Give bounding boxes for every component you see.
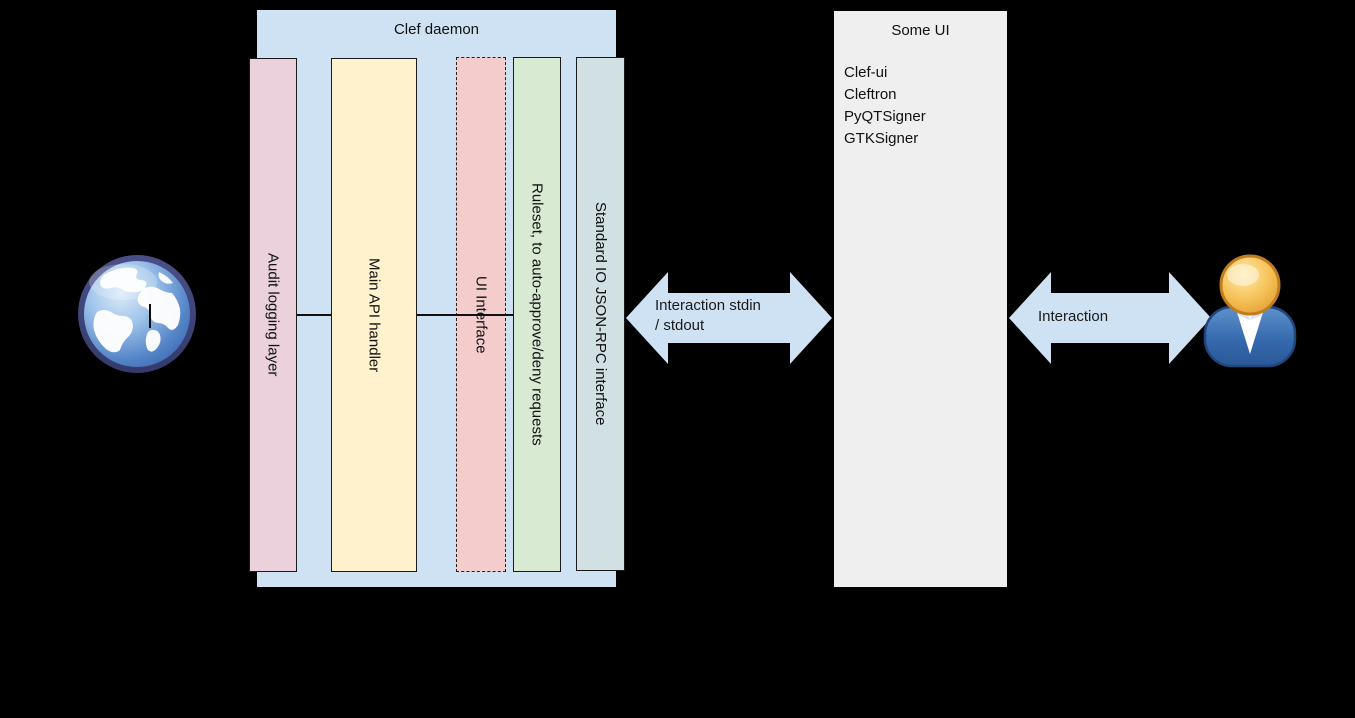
connector-line: [417, 314, 513, 316]
layer-audit-logging: Audit logging layer: [249, 58, 297, 572]
interaction-arrow-label: Interaction: [1038, 308, 1109, 325]
interaction-stdio-arrow: [626, 272, 832, 364]
some-ui-item: PyQTSigner: [844, 108, 926, 125]
clef-daemon-title: Clef daemon: [393, 21, 480, 38]
layer-stdio-jsonrpc: Standard IO JSON-RPC interface: [576, 57, 625, 571]
clef-daemon-box: Clef daemon: [256, 9, 617, 588]
some-ui-box: Some UI Clef-ui Cleftron PyQTSigner GTKS…: [833, 10, 1008, 588]
some-ui-item: Clef-ui: [844, 64, 888, 81]
interaction-stdio-arrow-label: Interaction stdin / stdout: [655, 297, 761, 334]
connector-line: [297, 314, 331, 316]
some-ui-item: Cleftron: [844, 86, 897, 103]
layer-stdio-jsonrpc-label: Standard IO JSON-RPC interface: [592, 202, 609, 426]
interaction-arrow: [1009, 272, 1211, 364]
layer-main-api-handler-label: Main API handler: [365, 257, 383, 373]
layer-ruleset-label: Ruleset, to auto-approve/deny requests: [528, 183, 546, 446]
some-ui-item: GTKSigner: [844, 130, 919, 147]
user-icon: [1203, 254, 1297, 368]
some-ui-list: Clef-ui Cleftron PyQTSigner GTKSigner: [844, 62, 1003, 150]
layer-audit-logging-label: Audit logging layer: [264, 253, 282, 377]
some-ui-title: Some UI: [891, 22, 950, 39]
layer-main-api-handler: Main API handler: [331, 58, 417, 572]
globe-icon: [78, 255, 196, 373]
layer-ruleset: Ruleset, to auto-approve/deny requests: [513, 57, 561, 572]
globe-stray-line: [149, 304, 151, 328]
